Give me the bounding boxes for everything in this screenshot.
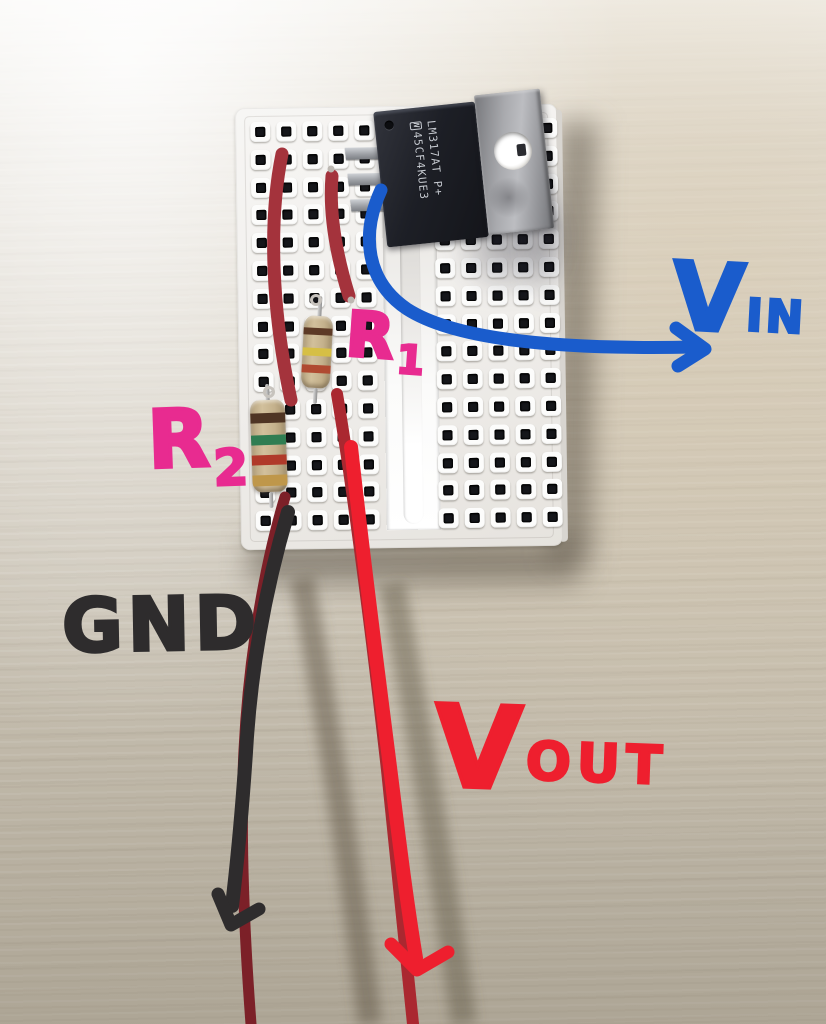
label-r2-sub: 2 (211, 437, 250, 499)
label-r2: R2 (144, 390, 250, 499)
label-vin-main: V (667, 241, 749, 357)
vout-annotation-stroke (344, 440, 455, 977)
label-r2-main: R (144, 390, 212, 489)
vout-stroke (344, 440, 423, 965)
jumper-wire-long (267, 147, 298, 407)
vin-annotation-curve (362, 183, 712, 373)
jumper-wire-short (324, 169, 356, 303)
resistor-lead-hook-icon (263, 386, 275, 398)
label-vin: VIN (667, 241, 810, 359)
label-r1-sub: 1 (394, 336, 427, 386)
label-vout-main: V (430, 678, 526, 817)
label-vout-sub: OUT (524, 730, 671, 798)
gnd-stroke (225, 505, 295, 913)
wire-shadow (379, 581, 477, 1024)
wire-shadow (290, 575, 382, 1024)
label-r1-main: R (342, 296, 398, 376)
wire-tip-icon (327, 165, 335, 173)
down-left-arrow-icon (211, 887, 266, 932)
wire-tip-icon (347, 296, 355, 304)
label-gnd: GND (60, 579, 264, 671)
right-arrow-icon (669, 321, 712, 373)
label-vout: VOUT (430, 678, 671, 821)
vin-curve (362, 183, 701, 354)
label-r1: R1 (342, 296, 428, 386)
gnd-annotation-stroke (211, 505, 295, 932)
resistor-lead-hook-icon (310, 294, 322, 306)
down-arrow-icon (384, 937, 455, 977)
label-vin-sub: IN (743, 287, 809, 346)
